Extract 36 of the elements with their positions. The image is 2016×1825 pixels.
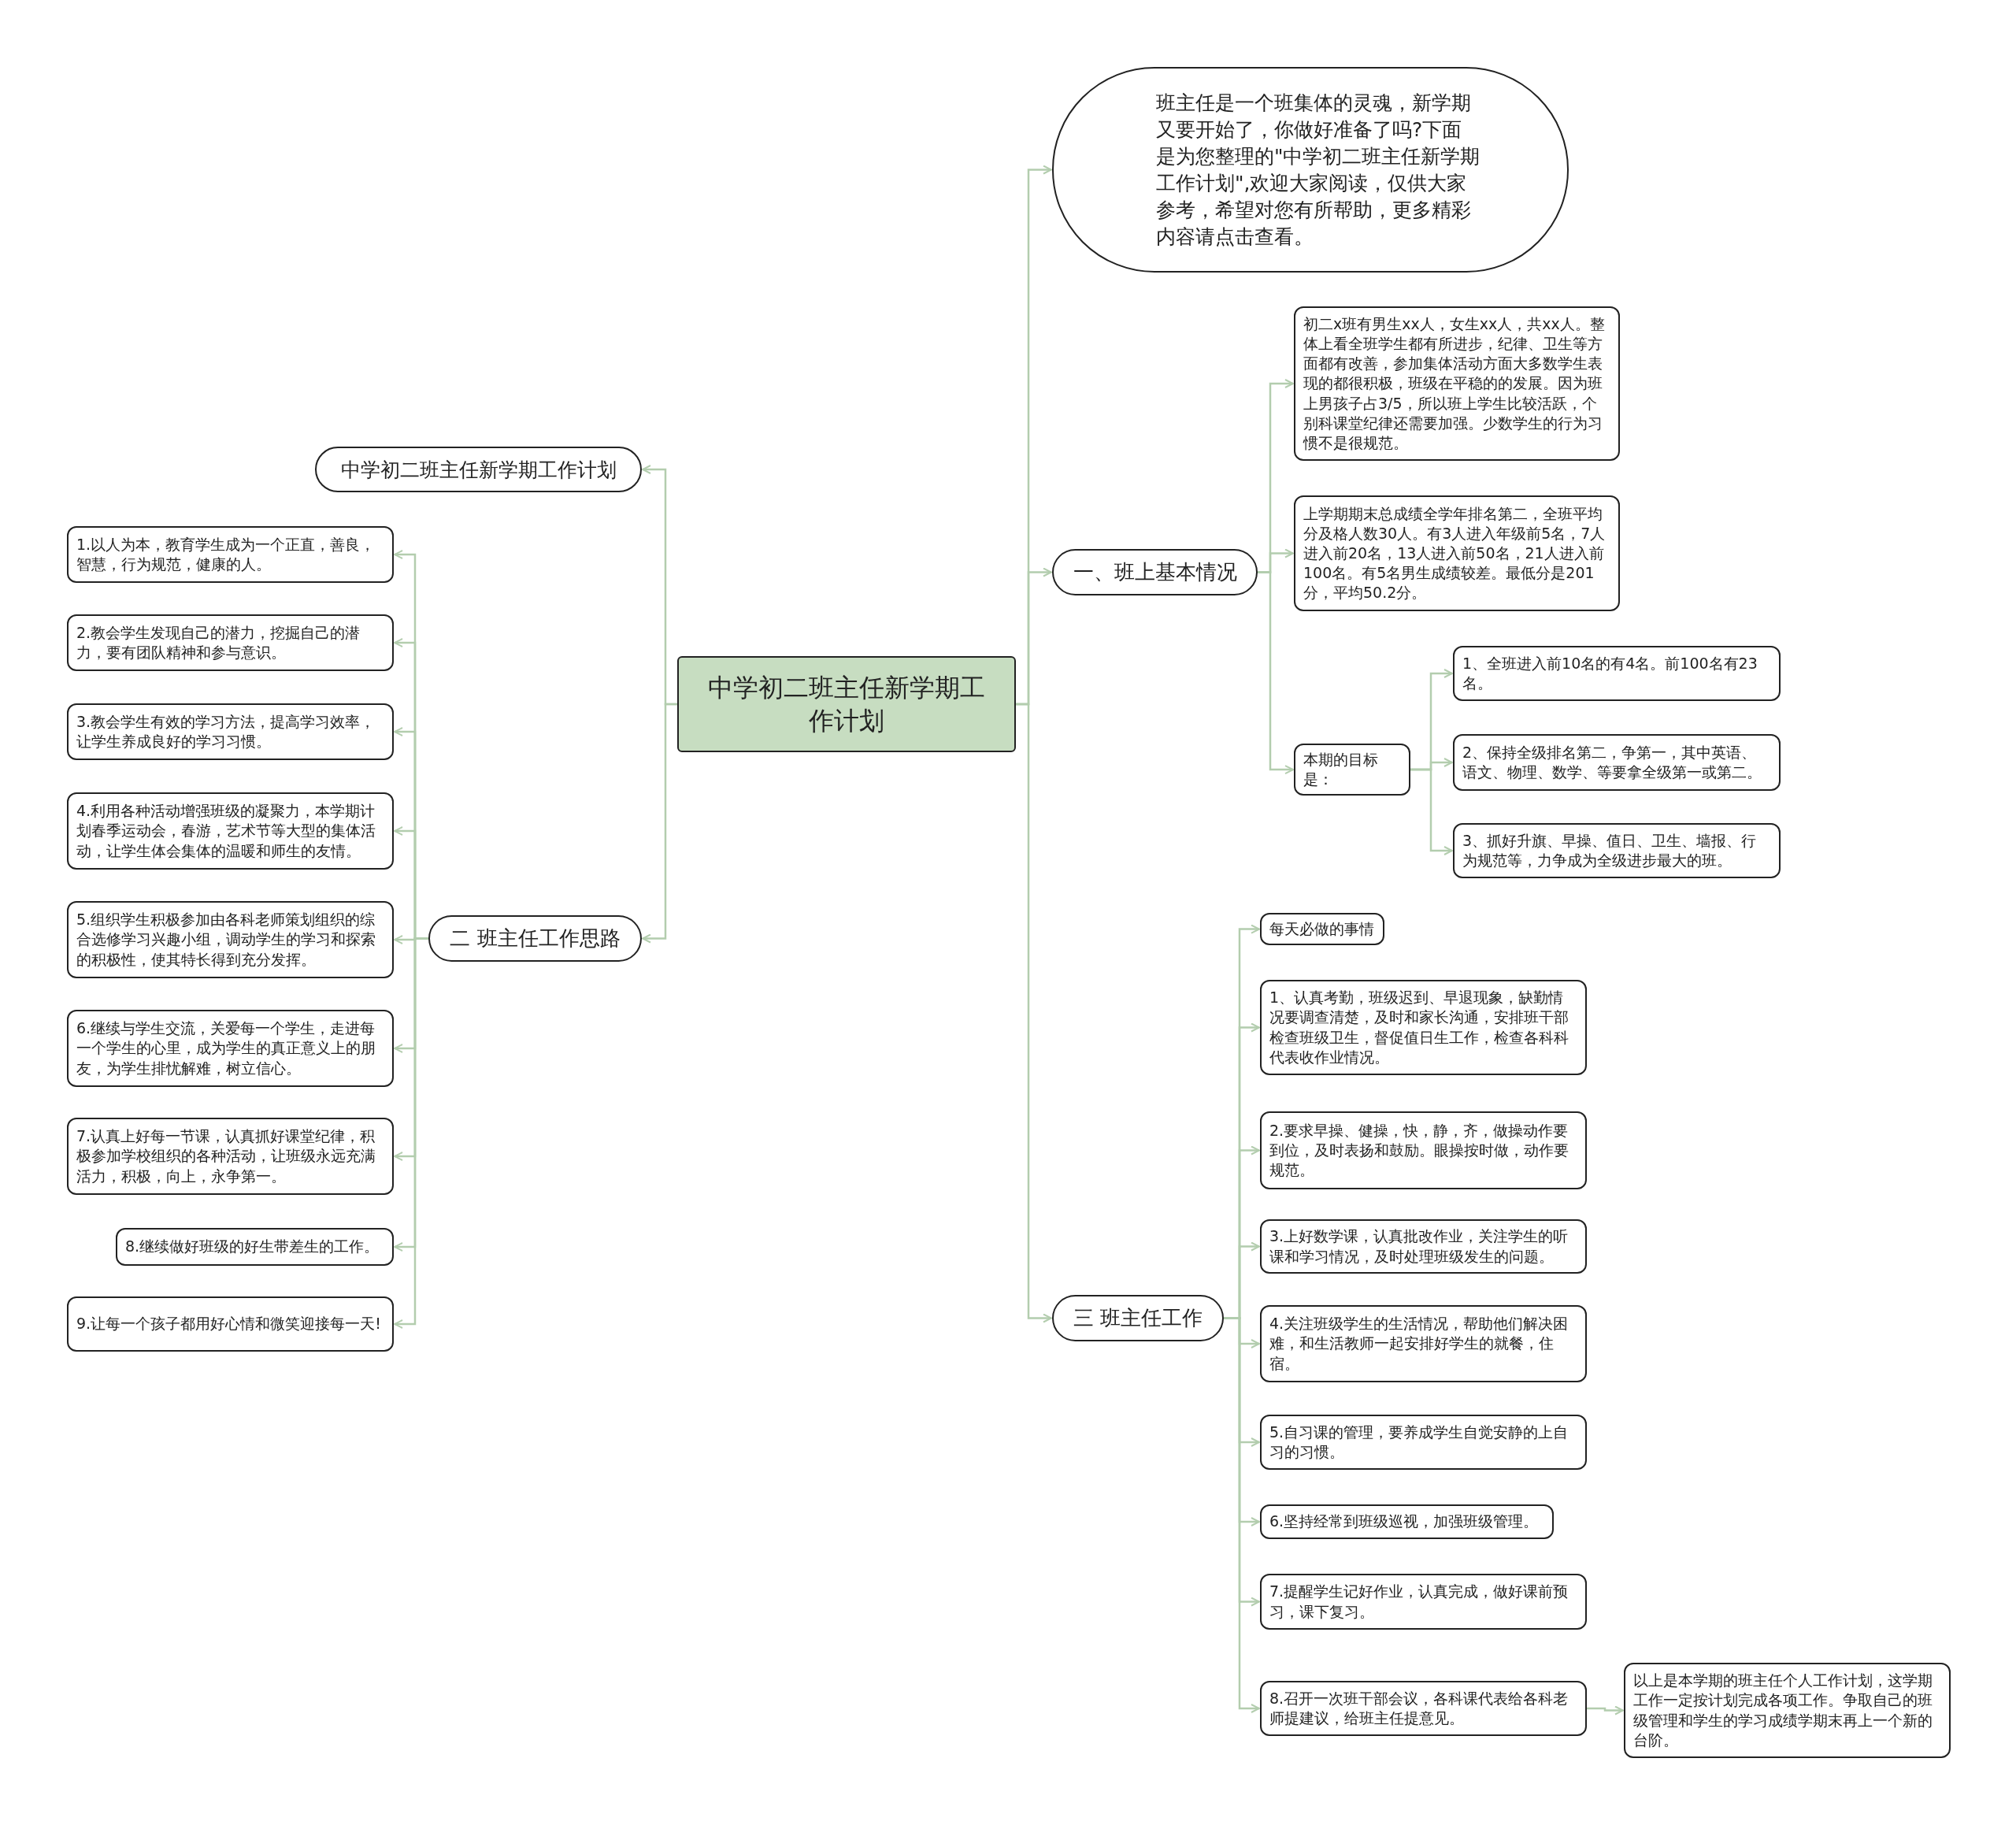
topic-box: 1.以人为本，教育学生成为一个正直，善良，智慧，行为规范，健康的人。	[67, 526, 394, 583]
topic-box: 7.认真上好每一节课，认真抓好课堂纪律，积极参加学校组织的各种活动，让班级永远充满活力，积极，向上，永争第一。	[67, 1118, 394, 1195]
topic-box: 1、认真考勤，班级迟到、早退现象，缺勤情况要调查清楚，及时和家长沟通，安排班干部检查班级卫生，督促值日生工作，检查各科科代表收作业情况。	[1260, 980, 1587, 1075]
topic-box: 上学期期末总成绩全学年排名第二，全班平均分及格人数30人。有3人进入年级前5名，7人进入前20名，13人进入前50名，21人进入前100名。有5名男生成绩较差。最低分是201分，平均50.2分。	[1294, 495, 1620, 611]
connector-arrow	[642, 703, 677, 944]
topic-box: 1、全班进入前10名的有4名。前100名有23名。	[1453, 646, 1781, 701]
connector-arrow	[1258, 571, 1294, 775]
topic-box: 8.继续做好班级的好生带差生的工作。	[116, 1228, 394, 1266]
topic-box: 2、保持全级排名第二，争第一，其中英语、语文、物理、数学、等要拿全级第一或第二。	[1453, 734, 1781, 791]
topic-box: 每天必做的事情	[1260, 913, 1384, 946]
topic-box: 2.要求早操、健操，快，静，齐，做操动作要到位，及时表扬和鼓励。眼操按时做，动作要规范。	[1260, 1111, 1587, 1189]
topic-box: 8.召开一次班干部会议，各科课代表给各科老师提建议，给班主任提意见。	[1260, 1681, 1587, 1736]
topic-box: 初二x班有男生xx人，女生xx人，共xx人。整体上看全班学生都有所进步，纪律、卫生等方面都有改善，参加集体活动方面大多数学生表现的都很积极，班级在平稳的的发展。因为班上男孩子占3/5，所以班上学生比较活跃，个别科课堂纪律还需要加强。少数学生的行为习惯不是很规范。	[1294, 306, 1620, 461]
topic-box: 本期的目标是：	[1294, 744, 1410, 796]
topic-box: 3.教会学生有效的学习方法，提高学习效率，让学生养成良好的学习习惯。	[67, 703, 394, 760]
branch-topic-pill: 三 班主任工作	[1052, 1295, 1224, 1341]
connector-arrow	[1410, 768, 1453, 855]
topic-box: 以上是本学期的班主任个人工作计划，这学期工作一定按计划完成各项工作。争取自己的班级管理和学生的学习成绩学期末再上一个新的台阶。	[1624, 1663, 1951, 1758]
central-topic-box: 中学初二班主任新学期工作计划	[677, 656, 1016, 752]
branch-topic-pill: 二 班主任工作思路	[428, 915, 642, 962]
topic-box: 4.关注班级学生的生活情况，帮助他们解决困难，和生活教师一起安排好学生的就餐，住宿。	[1260, 1305, 1587, 1382]
topic-box: 9.让每一个孩子都用好心情和微笑迎接每一天!	[67, 1296, 394, 1352]
connector-arrow	[1016, 703, 1052, 1323]
topic-box: 5.自习课的管理，要养成学生自觉安静的上自习的习惯。	[1260, 1415, 1587, 1470]
topic-box: 5.组织学生积极参加由各科老师策划组织的综合选修学习兴趣小组，调动学生的学习和探索的积极性，使其特长得到充分发挥。	[67, 901, 394, 978]
topic-box: 6.坚持经常到班级巡视，加强班级管理。	[1260, 1504, 1554, 1539]
branch-topic-pill: 一、班上基本情况	[1052, 549, 1258, 595]
topic-box: 6.继续与学生交流，关爱每一个学生，走进每一个学生的心里，成为学生的真正意义上的朋友，为学生排忧解难，树立信心。	[67, 1010, 394, 1087]
topic-box: 3.上好数学课，认真批改作业，关注学生的听课和学习情况，及时处理班级发生的问题。	[1260, 1219, 1587, 1274]
connector-arrow	[1587, 1705, 1624, 1716]
topic-box: 3、抓好升旗、早操、值日、卫生、墙报、行为规范等，力争成为全级进步最大的班。	[1453, 823, 1781, 878]
topic-box: 7.提醒学生记好作业，认真完成，做好课前预习，课下复习。	[1260, 1574, 1587, 1630]
topic-box: 4.利用各种活动增强班级的凝聚力，本学期计划春季运动会，春游，艺术节等大型的集体活动，让学生体会集体的温暖和师生的友情。	[67, 792, 394, 870]
intro-bubble: 班主任是一个班集体的灵魂，新学期又要开始了，你做好准备了吗?下面是为您整理的"中学初二班主任新学期工作计划",欢迎大家阅读，仅供大家参考，希望对您有所帮助，更多精彩内容请点击查看。	[1052, 67, 1569, 273]
branch-topic-pill: 中学初二班主任新学期工作计划	[315, 447, 642, 492]
topic-box: 2.教会学生发现自己的潜力，挖掘自己的潜力，要有团队精神和参与意识。	[67, 614, 394, 671]
